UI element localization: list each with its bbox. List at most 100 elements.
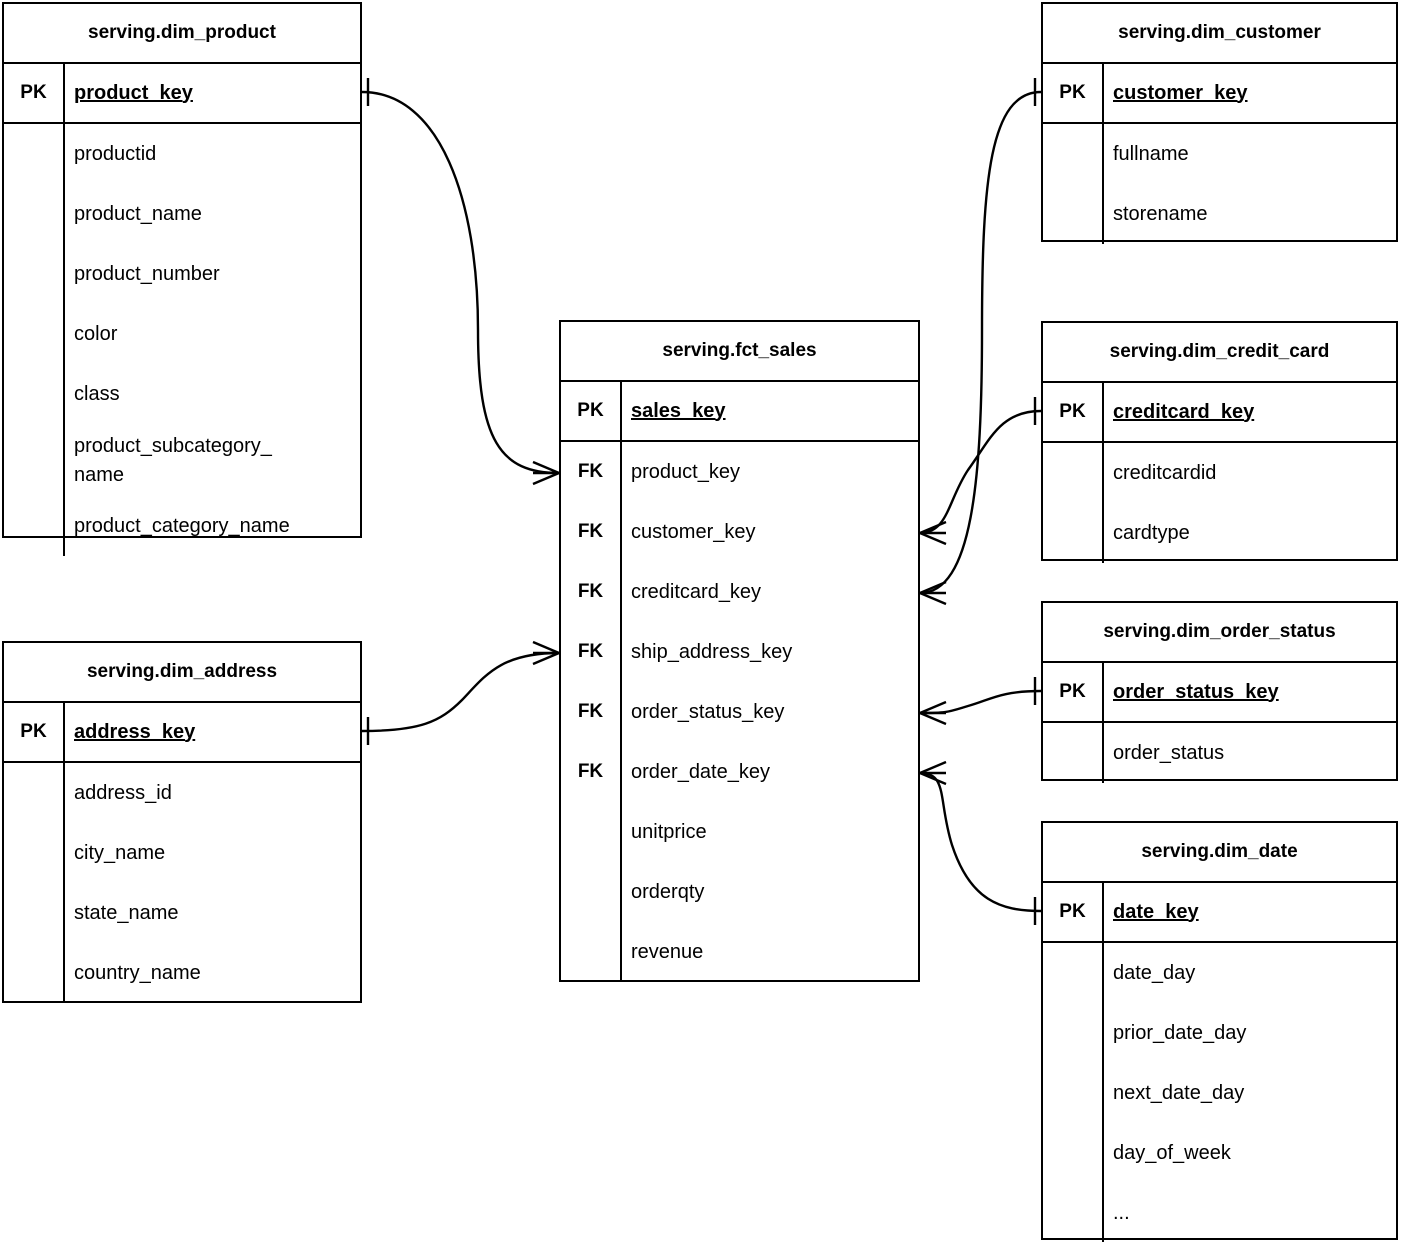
attribute-row[interactable]: city_name — [4, 823, 360, 883]
attribute-row[interactable]: storename — [1043, 184, 1396, 244]
attribute-row[interactable]: fullname — [1043, 124, 1396, 184]
attribute-name: storename — [1113, 202, 1208, 225]
attribute-row[interactable]: date_day — [1043, 943, 1396, 1003]
key-badge-fk: FK — [561, 622, 622, 682]
key-badge-fk: FK — [561, 502, 622, 562]
key-badge-pk: PK — [1043, 883, 1104, 941]
attribute-row[interactable]: product_number — [4, 244, 360, 304]
key-badge-fk: FK — [561, 682, 622, 742]
key-badge-pk: PK — [1043, 64, 1104, 122]
key-cell-empty — [1043, 943, 1104, 1003]
attribute-name: order_status_key — [631, 700, 785, 723]
key-cell-empty — [4, 763, 65, 823]
key-cell-empty — [4, 184, 65, 244]
key-badge-pk: PK — [1043, 383, 1104, 441]
cardinality-many-crowfoot-1 — [532, 640, 560, 666]
cardinality-many-crowfoot-5 — [919, 760, 947, 786]
attribute-name: class — [74, 382, 120, 405]
key-cell-empty — [4, 823, 65, 883]
attribute-name: cardtype — [1113, 521, 1190, 544]
entity-title-dim_address: serving.dim_address — [4, 643, 360, 703]
attribute-row-pk[interactable]: PK customer_key — [1043, 64, 1396, 124]
key-cell-empty — [4, 424, 65, 496]
attribute-name: city_name — [74, 841, 166, 864]
attribute-name: ... — [1113, 1201, 1130, 1224]
entity-title-dim_product: serving.dim_product — [4, 4, 360, 64]
attribute-row[interactable]: state_name — [4, 883, 360, 943]
attribute-row[interactable]: next_date_day — [1043, 1063, 1396, 1123]
key-cell-empty — [4, 244, 65, 304]
attribute-row[interactable]: orderqty — [561, 862, 918, 922]
attribute-name: date_day — [1113, 961, 1196, 984]
attribute-row[interactable]: unitprice — [561, 802, 918, 862]
cardinality-many-crowfoot-4 — [919, 700, 947, 726]
key-cell-empty — [1043, 503, 1104, 563]
attribute-name: creditcard_key — [631, 580, 762, 603]
attribute-name: customer_key — [1113, 81, 1248, 104]
attribute-row[interactable]: product_subcategory_name — [4, 424, 360, 496]
attribute-row[interactable]: address_id — [4, 763, 360, 823]
attribute-row[interactable]: class — [4, 364, 360, 424]
relationship-customer-to-sales — [919, 90, 1042, 595]
key-cell-empty — [561, 862, 622, 922]
attribute-name: creditcardid — [1113, 461, 1217, 484]
attribute-row[interactable]: cardtype — [1043, 503, 1396, 563]
attribute-row[interactable]: creditcardid — [1043, 443, 1396, 503]
attribute-row[interactable]: FK order_status_key — [561, 682, 918, 742]
attribute-name: next_date_day — [1113, 1081, 1245, 1104]
attribute-name: country_name — [74, 961, 201, 984]
attribute-row[interactable]: prior_date_day — [1043, 1003, 1396, 1063]
attribute-name: revenue — [631, 940, 704, 963]
attribute-name: productid — [74, 142, 157, 165]
attribute-name: orderqty — [631, 880, 705, 903]
key-cell-empty — [1043, 443, 1104, 503]
attribute-row[interactable]: ... — [1043, 1183, 1396, 1242]
attribute-row[interactable]: order_status — [1043, 723, 1396, 783]
attribute-name: product_key — [631, 460, 740, 483]
key-cell-empty — [561, 922, 622, 982]
attribute-row[interactable]: product_category_name — [4, 496, 360, 556]
attribute-name: color — [74, 322, 118, 345]
attribute-name: customer_key — [631, 520, 756, 543]
attribute-name: creditcard_key — [1113, 400, 1255, 423]
key-cell-empty — [1043, 723, 1104, 783]
attribute-name: address_id — [74, 781, 172, 804]
attribute-row[interactable]: FK product_key — [561, 442, 918, 502]
attribute-row[interactable]: country_name — [4, 943, 360, 1003]
entity-title-dim_order_status: serving.dim_order_status — [1043, 603, 1396, 663]
key-cell-empty — [1043, 1123, 1104, 1183]
cardinality-many-crowfoot-2 — [919, 520, 947, 546]
attribute-row[interactable]: FK customer_key — [561, 502, 918, 562]
key-cell-empty — [4, 124, 65, 184]
attribute-row[interactable]: productid — [4, 124, 360, 184]
attribute-row-pk[interactable]: PK creditcard_key — [1043, 383, 1396, 443]
attribute-row[interactable]: product_name — [4, 184, 360, 244]
relationship-date-to-sales — [919, 771, 1042, 913]
key-badge-fk: FK — [561, 742, 622, 802]
relationship-orderstatus-to-sales — [919, 689, 1042, 715]
entity-title-fct_sales: serving.fct_sales — [561, 322, 918, 382]
key-cell-empty — [561, 802, 622, 862]
attribute-row[interactable]: day_of_week — [1043, 1123, 1396, 1183]
attribute-row[interactable]: color — [4, 304, 360, 364]
attribute-row[interactable]: revenue — [561, 922, 918, 982]
attribute-name: product_key — [74, 81, 193, 104]
key-badge-fk: FK — [561, 442, 622, 502]
attribute-name: product_category_name — [74, 514, 290, 537]
